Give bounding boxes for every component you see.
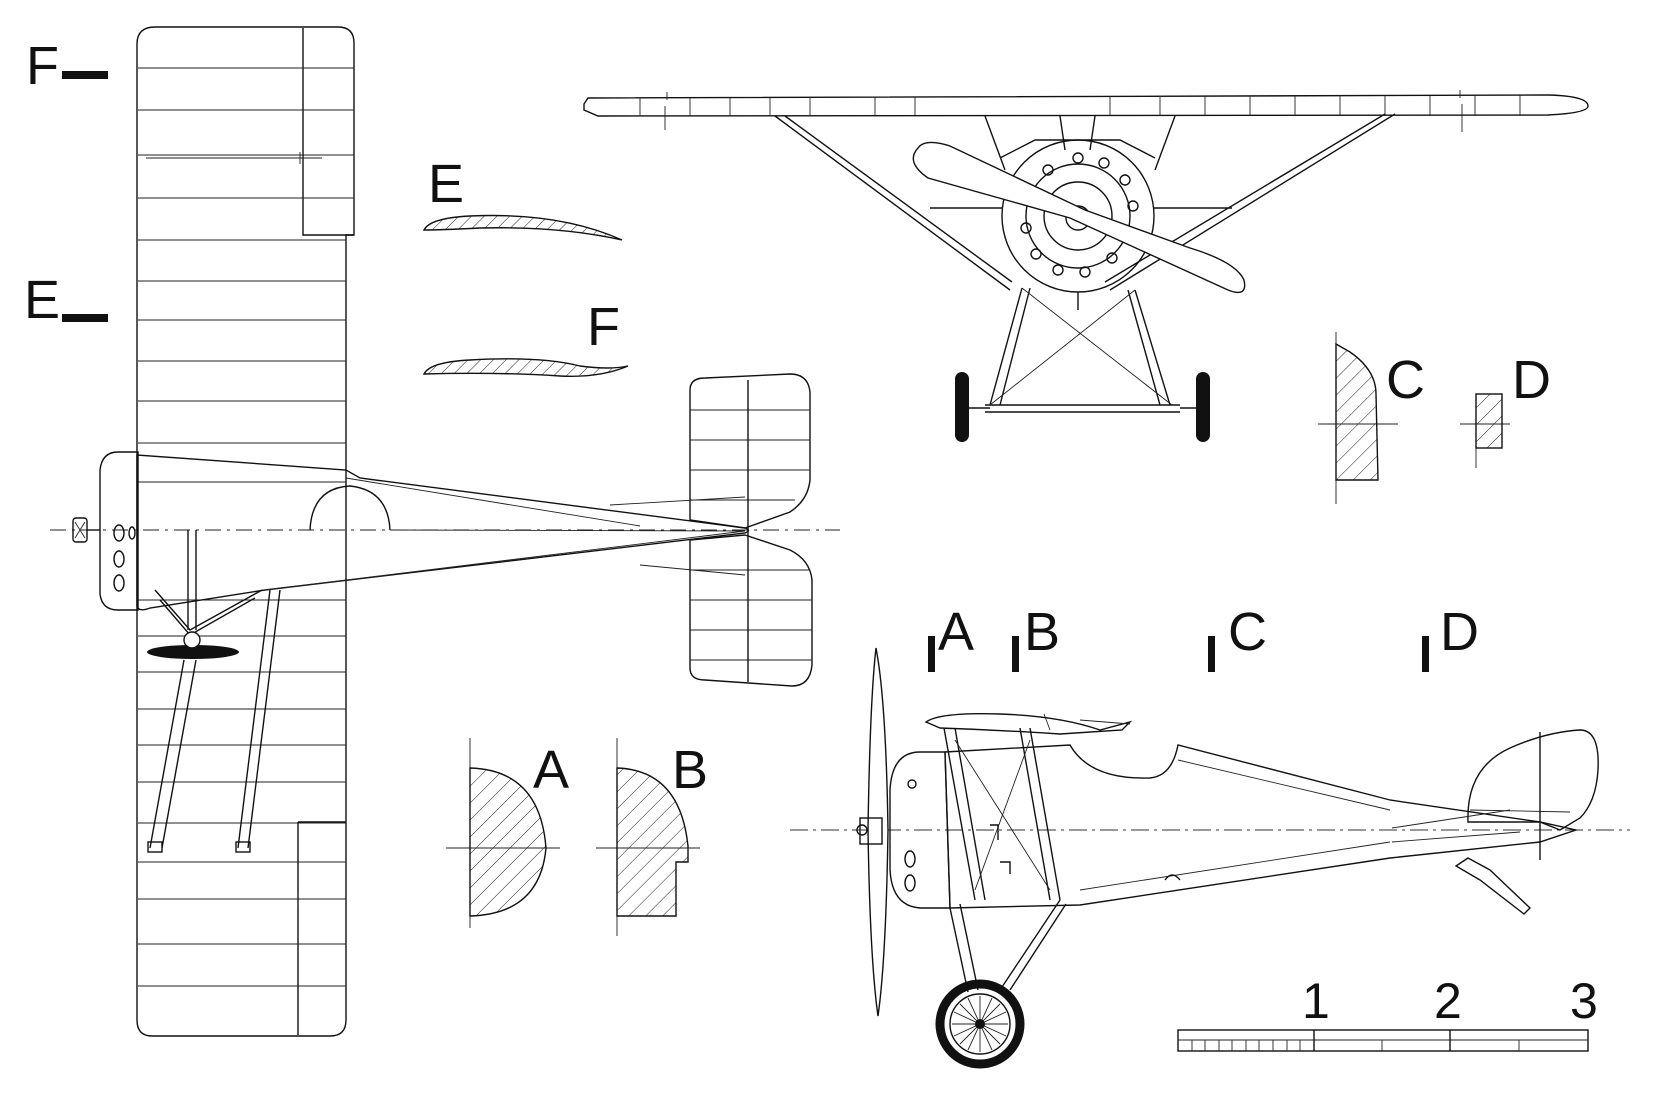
fuselage-top-view [136, 454, 750, 611]
aileron-horn-lower [248, 893, 322, 905]
top-view: F E [24, 26, 840, 1037]
front-wing [583, 94, 1589, 117]
undercarriage-front [955, 287, 1210, 442]
spinner-side [856, 817, 883, 845]
section-B-label: B [672, 740, 708, 800]
scale-tick-3: 3 [1570, 973, 1598, 1029]
cowling-louvres [113, 524, 136, 592]
cabane-wires [954, 739, 1051, 891]
cowling-louvres-side [904, 779, 917, 892]
tail-details [1391, 809, 1571, 843]
section-mark-E: E [24, 270, 108, 330]
scale-tick-1: 1 [1302, 973, 1330, 1029]
cowling-top [99, 451, 139, 611]
section-D: D [1460, 350, 1551, 468]
propeller-front [912, 141, 1246, 294]
side-mark-A: A [938, 602, 974, 662]
wing-profile-E: E [422, 154, 623, 241]
profile-E-label: E [428, 154, 464, 214]
front-wing-horns [664, 90, 1463, 132]
front-wing-ribs [639, 95, 1521, 116]
wing-profile-F: F [422, 297, 629, 377]
section-D-label: D [1512, 350, 1551, 410]
side-mark-C: C [1228, 602, 1267, 662]
tailplane-upper [689, 373, 811, 529]
section-mark-E-label: E [24, 270, 60, 330]
scale-tick-2: 2 [1434, 973, 1462, 1029]
tail-bracing [609, 496, 746, 576]
scale-bar: 1 2 3 [1177, 973, 1598, 1052]
side-mark-D: D [1440, 602, 1479, 662]
fuselage-stringer [264, 477, 746, 591]
section-A-label: A [533, 740, 569, 800]
cabane-side [943, 727, 1061, 901]
tailplane-lower [689, 534, 813, 687]
undercarriage-top [147, 530, 281, 853]
aileron-horn-upper [146, 152, 322, 164]
undercarriage-side [935, 899, 1067, 1069]
front-struts [774, 113, 1396, 291]
section-C-label: C [1386, 350, 1425, 410]
tailskid [1454, 857, 1532, 915]
cockpit-fittings [990, 824, 1011, 874]
side-mark-B: B [1024, 602, 1060, 662]
side-section-marks: A B C D [928, 602, 1479, 672]
propeller-side [867, 647, 889, 1017]
propeller-hub-top [72, 517, 100, 543]
wing-planform [136, 26, 355, 1037]
side-view: A B C D [790, 602, 1630, 1069]
profile-F-label: F [587, 297, 620, 357]
fuselage-hatch [1164, 874, 1181, 881]
section-A: A [446, 738, 569, 928]
section-B: B [596, 738, 708, 936]
wing-side-detail [1043, 713, 1131, 731]
fuselage-side [944, 744, 1579, 909]
aileron-lower [297, 821, 346, 1035]
wing-ribs [138, 67, 354, 987]
section-mark-F: F [26, 36, 108, 96]
fuselage-longeron [1079, 759, 1391, 891]
front-cabane [984, 115, 1176, 171]
section-C: C [1318, 332, 1425, 504]
wing-side [924, 713, 1133, 735]
fin-rudder [1467, 729, 1599, 831]
front-view [583, 90, 1589, 442]
aileron-upper [302, 28, 354, 236]
tailplane-ribs [690, 409, 812, 661]
cockpit-opening [309, 485, 391, 531]
section-mark-F-label: F [26, 36, 59, 96]
